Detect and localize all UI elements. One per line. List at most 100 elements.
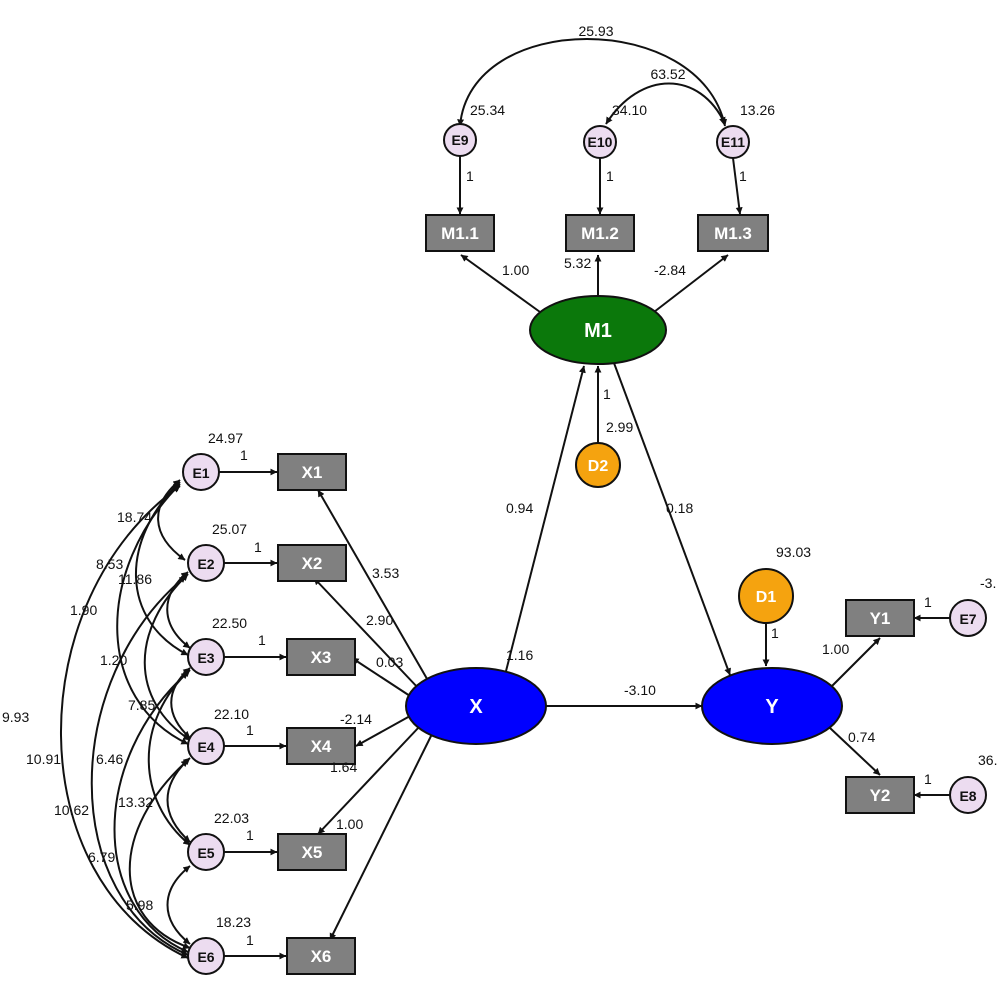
node-m1.1: M1.1 (425, 214, 495, 252)
path-x-to-x3 (351, 657, 411, 697)
label-cov-e3-e4: 7.85 (128, 697, 155, 713)
label-cov-e3-e6: 10.62 (54, 802, 89, 818)
label-load-x4: -2.14 (340, 711, 372, 727)
node-x1: X1 (277, 453, 347, 491)
node-e9: E9 (443, 123, 477, 157)
label-path-m1-y: 0.18 (666, 500, 693, 516)
node-m1-label: M1 (584, 320, 612, 342)
node-x5: X5 (277, 833, 347, 871)
label-fix-e5: 1 (246, 827, 254, 843)
cov-e2-e6 (90, 575, 189, 956)
node-y: Y (701, 667, 843, 745)
label-fix-d1: 1 (771, 625, 779, 641)
label-cov-e10-e11: 63.52 (650, 66, 685, 82)
node-x: X (405, 667, 547, 745)
label-fix-e8: 1 (924, 771, 932, 787)
node-m1.2-label: M1.2 (581, 224, 619, 243)
node-e7: E7 (949, 599, 987, 637)
node-e1-label: E1 (192, 465, 209, 481)
path-x-to-m1 (504, 365, 586, 676)
label-fix-e11: 1 (739, 168, 747, 184)
label-cov-e2-e6: 10.91 (26, 751, 61, 767)
node-y1-label: Y1 (870, 609, 891, 628)
label-fix-e1: 1 (240, 447, 248, 463)
node-e4: E4 (187, 727, 225, 765)
label-load-x3: 0.03 (376, 654, 403, 670)
node-d1-label: D1 (756, 589, 777, 606)
path-y-to-y1 (829, 637, 881, 689)
path-x-to-x6 (329, 733, 433, 941)
node-d2: D2 (575, 442, 621, 488)
label-fix-e7: 1 (924, 594, 932, 610)
label-var-x: 1.16 (506, 647, 533, 663)
label-fix-e6: 1 (246, 932, 254, 948)
label-cov-e4-e5: 13.32 (118, 794, 153, 810)
node-x6-label: X6 (311, 947, 332, 966)
node-e11-label: E11 (721, 134, 745, 150)
parameter-labels: 25.93 63.52 25.34 34.10 13.26 1 1 1 1.00… (2, 23, 997, 948)
label-cov-e4-e6: 6.79 (88, 849, 115, 865)
node-e8-label: E8 (959, 788, 976, 804)
node-e3-label: E3 (197, 650, 214, 666)
node-x6: X6 (286, 937, 356, 975)
path-x-to-x2 (313, 577, 421, 691)
label-var-e4: 22.10 (214, 706, 249, 722)
nodes: M1.1 M1.2 M1.3 E9 E10 E11 M1 (182, 123, 987, 975)
path-x-to-x4 (355, 715, 411, 747)
label-load-m1.2: 5.32 (564, 255, 591, 271)
label-var-d2: 2.99 (606, 419, 633, 435)
label-load-x5: 1.64 (330, 759, 357, 775)
node-m1.2: M1.2 (565, 214, 635, 252)
label-var-e7: -3. (980, 575, 996, 591)
node-e8: E8 (949, 776, 987, 814)
label-cov-e5-e6: 5.98 (126, 897, 153, 913)
label-fix-e3: 1 (258, 632, 266, 648)
node-e2-label: E2 (197, 556, 214, 572)
label-load-m1.3: -2.84 (654, 262, 686, 278)
cov-e4-e5 (166, 757, 191, 843)
path-x-to-x5 (317, 725, 421, 835)
label-load-x2: 2.90 (366, 612, 393, 628)
node-e6: E6 (187, 937, 225, 975)
node-y1: Y1 (845, 599, 915, 637)
cov-e9-e11 (457, 38, 728, 127)
cov-e2-e4 (143, 573, 191, 741)
node-x2: X2 (277, 544, 347, 582)
node-x2-label: X2 (302, 554, 323, 573)
cov-e3-e5 (147, 669, 191, 846)
label-fix-e2: 1 (254, 539, 262, 555)
node-e10: E10 (583, 125, 617, 159)
node-e4-label: E4 (197, 739, 214, 755)
label-cov-e1-e4: 1.90 (70, 602, 97, 618)
label-var-e10: 34.10 (612, 102, 647, 118)
node-y-label: Y (765, 696, 779, 718)
path-m1-to-m1.3 (653, 254, 729, 313)
node-d1: D1 (738, 568, 794, 624)
label-cov-e1-e3: 8.53 (96, 556, 123, 572)
path-m1-to-y (613, 362, 731, 676)
label-cov-e3-e5: 6.46 (96, 751, 123, 767)
label-fix-d2: 1 (603, 386, 611, 402)
label-cov-e9-e11: 25.93 (578, 23, 613, 39)
cov-e1-e3 (135, 481, 189, 656)
label-var-e11: 13.26 (740, 102, 775, 118)
node-x-label: X (469, 696, 483, 718)
label-cov-e2-e3: 11.86 (118, 571, 152, 587)
node-e6-label: E6 (197, 949, 214, 965)
label-cov-e1-e6: 9.93 (2, 709, 29, 725)
node-e1: E1 (182, 453, 220, 491)
cov-e10-e11 (605, 82, 726, 125)
node-x3-label: X3 (311, 648, 332, 667)
node-e7-label: E7 (959, 611, 976, 627)
label-fix-e9: 1 (466, 168, 474, 184)
path-m1-to-m1.1 (460, 254, 541, 313)
label-load-m1.1: 1.00 (502, 262, 529, 278)
label-var-e8: 36. (978, 752, 997, 768)
label-fix-e4: 1 (246, 722, 254, 738)
label-var-e6: 18.23 (216, 914, 251, 930)
node-x4: X4 (286, 727, 356, 765)
label-load-y1: 1.00 (822, 641, 849, 657)
label-fix-e10: 1 (606, 168, 614, 184)
node-x3: X3 (286, 638, 356, 676)
